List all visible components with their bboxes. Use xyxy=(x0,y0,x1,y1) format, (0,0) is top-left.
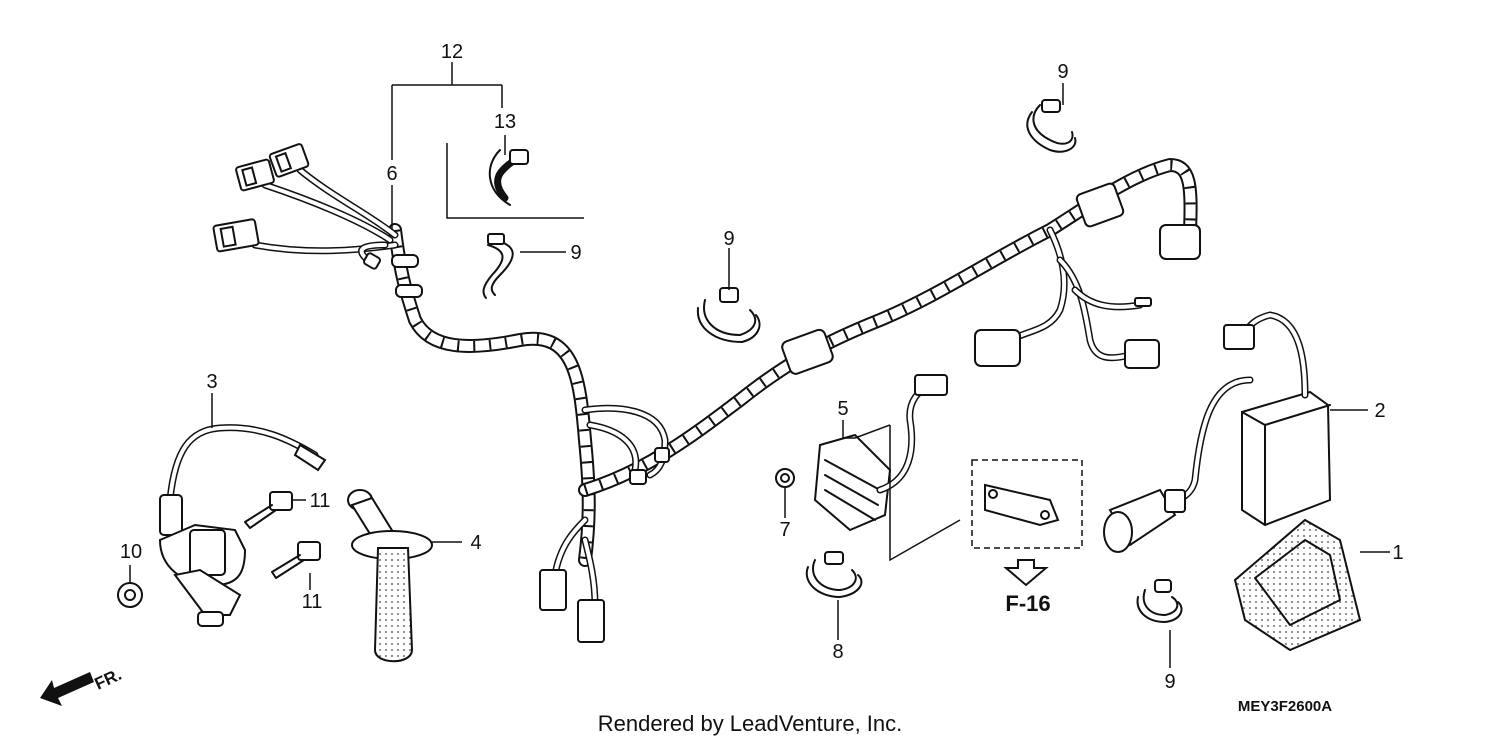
callout-9-near-13: 9 xyxy=(570,242,581,264)
bolt-11-upper xyxy=(244,491,293,529)
spark-plug-cap xyxy=(347,489,433,663)
callout-11-upper: 11 xyxy=(310,490,331,512)
harness-clamp-middle xyxy=(696,287,761,343)
reference-arrow xyxy=(1003,559,1049,587)
harness-clamp-lower-right xyxy=(1136,579,1183,623)
callout-6: 6 xyxy=(386,163,397,185)
callout-11-lower: 11 xyxy=(302,591,323,613)
callout-3: 3 xyxy=(206,371,217,393)
cdi-rubber-mount xyxy=(1233,518,1362,652)
callout-10: 10 xyxy=(120,541,142,563)
callout-9-middle: 9 xyxy=(723,228,734,250)
render-credit: Rendered by LeadVenture, Inc. xyxy=(598,711,903,736)
diagram-code: MEY3F2600A xyxy=(1238,698,1332,715)
callout-9-upper-right: 9 xyxy=(1057,61,1068,83)
wire-band-13 xyxy=(488,149,529,206)
callout-5: 5 xyxy=(837,398,848,420)
harness-clamp-upper-right xyxy=(1026,99,1077,153)
ignition-coil xyxy=(158,424,327,627)
callout-leaders xyxy=(129,62,1390,668)
bolt-11-lower xyxy=(271,541,321,579)
regulator-rectifier xyxy=(813,374,948,532)
harness-clamp-near-13 xyxy=(482,233,514,299)
callout-2: 2 xyxy=(1374,400,1385,422)
callout-9-lower-right: 9 xyxy=(1164,671,1175,693)
harness-clamp-8 xyxy=(805,551,863,598)
reference-label: F-16 xyxy=(1005,591,1050,616)
callout-12: 12 xyxy=(441,41,463,63)
callout-7: 7 xyxy=(779,519,790,541)
harness-connectors xyxy=(212,143,1201,643)
callout-8: 8 xyxy=(832,641,843,663)
bracket-f16-box xyxy=(971,459,1083,549)
cdi-unit xyxy=(1103,311,1332,553)
front-label: FR. xyxy=(92,665,125,694)
callout-1: 1 xyxy=(1392,542,1403,564)
main-wire-harness xyxy=(251,158,1198,609)
nut-7 xyxy=(775,468,795,488)
callout-4: 4 xyxy=(470,532,481,554)
front-direction-arrow xyxy=(40,672,94,706)
nut-10 xyxy=(117,582,143,608)
callout-13: 13 xyxy=(494,111,516,133)
